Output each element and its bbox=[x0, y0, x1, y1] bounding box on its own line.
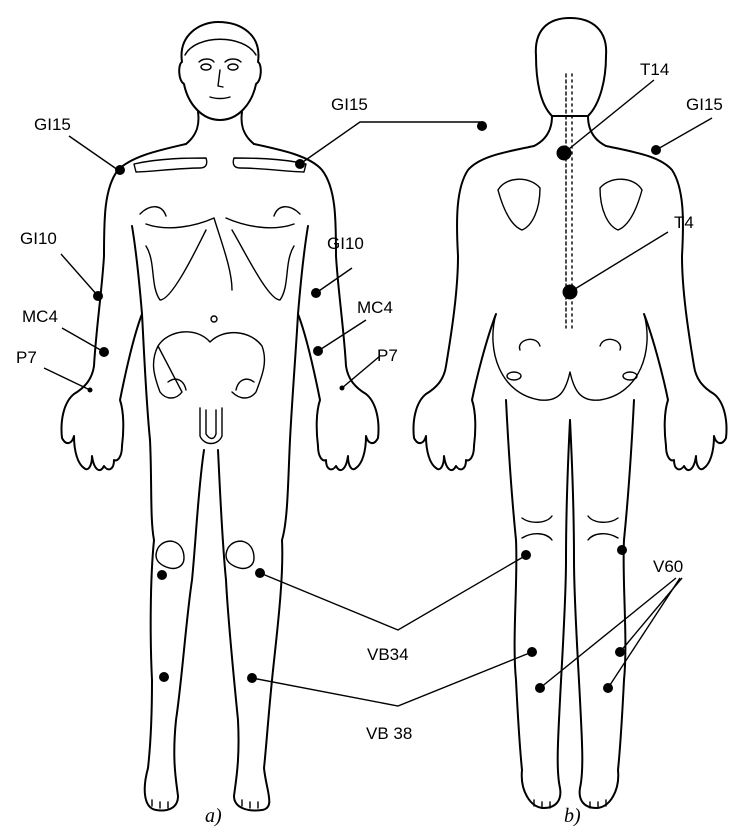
point-gi15-b-left bbox=[477, 121, 487, 131]
point-vb38-a-left bbox=[247, 673, 257, 683]
label-t14: T14 bbox=[640, 60, 669, 79]
label-mc4-a-right: MC4 bbox=[22, 307, 58, 326]
label-mc4-a-left: MC4 bbox=[357, 298, 393, 317]
label-p7-a-right: P7 bbox=[16, 348, 37, 367]
front-body-figure bbox=[62, 22, 379, 810]
point-v60-b-left bbox=[535, 683, 545, 693]
label-gi10-a-right: GI10 bbox=[20, 229, 57, 248]
point-vb34-b-left bbox=[521, 550, 531, 560]
point-mc4-a-right bbox=[99, 347, 109, 357]
point-v60-b-mid bbox=[615, 647, 625, 657]
label-gi15-a-right: GI15 bbox=[34, 115, 71, 134]
point-vb34-b-right bbox=[617, 545, 627, 555]
point-mc4-a-left bbox=[313, 346, 323, 356]
label-vb38: VB 38 bbox=[366, 724, 412, 743]
point-gi15-a-right bbox=[115, 165, 125, 175]
label-gi15-a-left: GI15 bbox=[331, 95, 368, 114]
point-vb34-a-left bbox=[255, 568, 265, 578]
point-vb34-a-right bbox=[157, 570, 167, 580]
label-v60: V60 bbox=[653, 557, 683, 576]
point-p7-a-left bbox=[340, 386, 345, 391]
point-gi10-a-right bbox=[93, 291, 103, 301]
caption-a: a) bbox=[205, 805, 222, 827]
point-p7-a-right bbox=[88, 388, 93, 393]
label-gi10-a-left: GI10 bbox=[327, 234, 364, 253]
point-labels: GI15 GI15 GI10 GI10 MC4 MC4 P7 P7 VB34 V… bbox=[16, 60, 723, 743]
point-t4 bbox=[563, 285, 578, 300]
label-gi15-b: GI15 bbox=[686, 95, 723, 114]
label-p7-a-left: P7 bbox=[377, 346, 398, 365]
point-v60-b-right bbox=[603, 683, 613, 693]
label-t4: T4 bbox=[674, 213, 694, 232]
point-t14 bbox=[557, 146, 572, 161]
leader-lines bbox=[44, 80, 712, 706]
point-vb38-b bbox=[527, 647, 537, 657]
point-gi10-a-left bbox=[311, 288, 321, 298]
point-gi15-b-right bbox=[651, 145, 661, 155]
point-vb38-a-right bbox=[159, 672, 169, 682]
point-gi15-a-left bbox=[295, 159, 305, 169]
label-vb34: VB34 bbox=[367, 645, 409, 664]
caption-b: b) bbox=[564, 805, 581, 827]
